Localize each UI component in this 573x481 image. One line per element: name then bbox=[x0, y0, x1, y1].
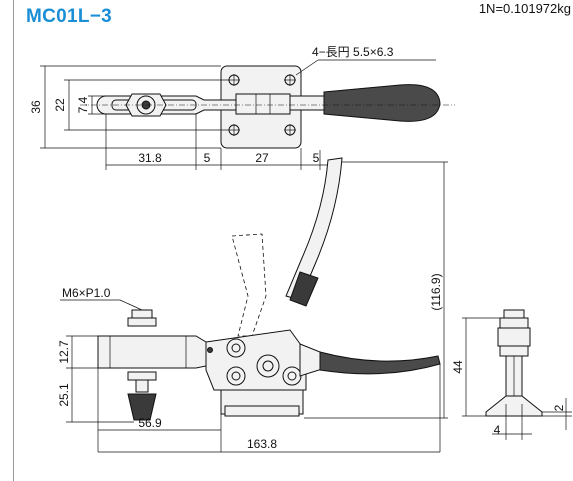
dim-top-gap-a: 5 bbox=[204, 151, 211, 165]
side-bottom-nut bbox=[127, 371, 157, 381]
end-view: 44 4 2 bbox=[451, 309, 572, 440]
dim-end-width: 4 bbox=[494, 423, 501, 437]
slot-callout: 4−長円 5.5×6.3 bbox=[312, 45, 394, 59]
dim-side-open-height: (116.9) bbox=[429, 273, 443, 310]
dim-end-base: 2 bbox=[552, 404, 566, 411]
thread-callout: M6×P1.0 bbox=[62, 286, 111, 300]
top-view: 36 22 7.4 31.8 5 27 5 4−長円 5.5×6.3 bbox=[29, 45, 455, 170]
top-linkage bbox=[235, 93, 291, 115]
model-title: MC01L−3 bbox=[26, 6, 113, 27]
mounting-slots bbox=[228, 74, 296, 136]
dim-side-len-total: 163.8 bbox=[247, 437, 277, 451]
side-view: M6×P1.0 12.7 25.1 56.9 163.8 (116.9) bbox=[57, 157, 448, 453]
dim-end-height: 44 bbox=[451, 360, 465, 374]
pivot-pin-3 bbox=[282, 366, 302, 386]
dim-top-mid-height: 22 bbox=[53, 98, 67, 112]
raised-handle-grip bbox=[289, 271, 319, 307]
side-top-nut bbox=[127, 317, 157, 327]
dim-top-inner-height: 7.4 bbox=[76, 96, 90, 113]
pivot-pin-4 bbox=[256, 354, 280, 378]
open-arm-outline bbox=[231, 233, 267, 337]
dim-top-len-b: 27 bbox=[255, 151, 269, 165]
unit-note: 1N=0.101972kg bbox=[478, 1, 571, 16]
dim-side-upper: 12.7 bbox=[57, 340, 71, 364]
end-base bbox=[485, 395, 543, 417]
pivot-pin-1 bbox=[226, 338, 246, 358]
end-arm bbox=[497, 327, 531, 347]
spindle-tip bbox=[127, 393, 157, 421]
end-bottom-nut bbox=[499, 345, 529, 357]
frame-border bbox=[13, 0, 14, 481]
side-base-flange bbox=[224, 405, 300, 417]
top-handle-grip bbox=[323, 84, 441, 122]
side-clamp-arm bbox=[97, 335, 207, 369]
top-handle-bar bbox=[289, 95, 325, 111]
dim-side-lower: 25.1 bbox=[57, 383, 71, 407]
dim-side-len-a: 56.9 bbox=[138, 416, 162, 430]
lower-handle-grip bbox=[319, 351, 441, 375]
pivot-pin-2 bbox=[226, 366, 246, 386]
end-top-nut bbox=[499, 317, 529, 329]
dim-top-len-a: 31.8 bbox=[138, 151, 162, 165]
dim-top-total-height: 36 bbox=[29, 100, 43, 114]
dim-top-gap-b: 5 bbox=[313, 151, 320, 165]
